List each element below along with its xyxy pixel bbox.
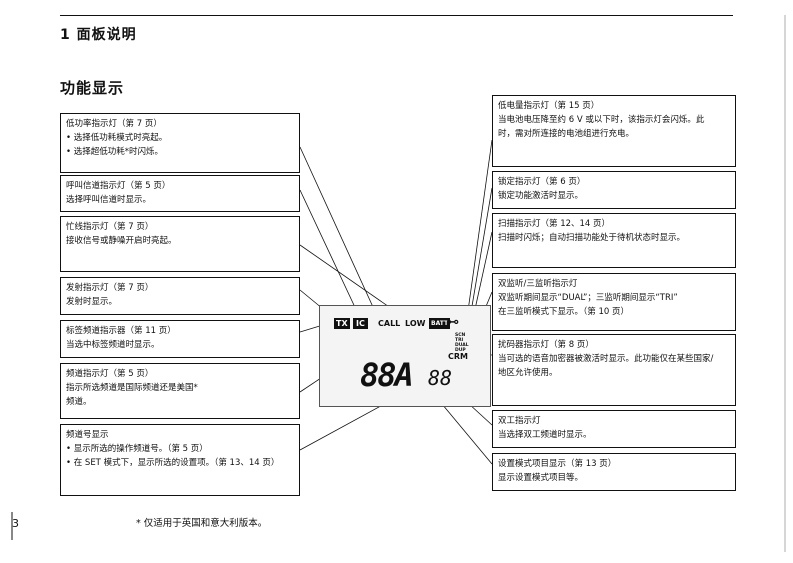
callout-line: 发射时显示。: [66, 297, 118, 307]
duplex-callout: 双工指示灯 当选择双工频道时显示。: [492, 410, 736, 448]
callout-title: 扰码器指示灯（第 8 页）: [498, 340, 594, 350]
lock-callout: 锁定指示灯（第 6 页） 锁定功能激活时显示。: [492, 171, 736, 209]
callout-line: 锁定功能激活时显示。: [498, 191, 584, 201]
channel-number-digits: 88A: [360, 356, 414, 394]
callout-line: 双监听期间显示“DUAL”；三监听期间显示“TRI”: [498, 293, 678, 303]
call-indicator: CALL: [378, 319, 401, 328]
channel-type-callout: 频道指示灯（第 5 页） 指示所选频道是国际频道还是美国* 频道。: [60, 363, 300, 419]
tag-channel-callout: 标签频道指示器（第 11 页） 当选中标签频道时显示。: [60, 320, 300, 358]
low-indicator: LOW: [405, 319, 426, 328]
transmit-callout: 发射指示灯（第 7 页） 发射时显示。: [60, 277, 300, 315]
set-item-digits: 88: [428, 366, 453, 390]
callout-title: 锁定指示灯（第 6 页）: [498, 177, 586, 187]
callout-title: 低电量指示灯（第 15 页）: [498, 101, 600, 111]
lock-key-icon: ⊷: [446, 315, 459, 330]
callout-title: 标签频道指示器（第 11 页）: [66, 326, 176, 336]
callout-line: • 选择低功耗模式时亮起。: [66, 133, 168, 143]
callout-line: • 在 SET 模式下，显示所选的设置项。（第 13、14 页）: [66, 458, 280, 468]
callout-title: 忙线指示灯（第 7 页）: [66, 222, 154, 232]
crm-indicator: CRM: [448, 352, 468, 361]
subsection-title: 功能显示: [60, 79, 125, 97]
tx-indicator: TX: [334, 318, 350, 329]
channel-type-indicator: IC: [353, 318, 368, 329]
callout-line: 时，需对所连接的电池组进行充电。: [498, 129, 635, 139]
set-mode-item-callout: 设置模式项目显示（第 13 页） 显示设置模式项目等。: [492, 453, 736, 491]
scan-line: DUAL: [455, 343, 469, 348]
channel-number-callout: 频道号显示 • 显示所选的操作频道号。（第 5 页） • 在 SET 模式下，显…: [60, 424, 300, 496]
callout-line: 选择呼叫信道时显示。: [66, 195, 152, 205]
scrambler-callout: 扰码器指示灯（第 8 页） 当可选的语音加密器被激活时显示。此功能仅在某些国家/…: [492, 334, 736, 406]
callout-line: 显示设置模式项目等。: [498, 473, 584, 483]
scan-line: SCN: [455, 333, 466, 338]
callout-title: 频道指示灯（第 5 页）: [66, 369, 154, 379]
scan-callout: 扫描指示灯（第 12、14 页） 扫描时闪烁；自动扫描功能处于待机状态时显示。: [492, 213, 736, 268]
call-channel-callout: 呼叫信道指示灯（第 5 页） 选择呼叫信道时显示。: [60, 175, 300, 212]
lcd-display: TX IC CALL LOW BATT ⊷ SCN TRI DUAL DUP C…: [319, 305, 491, 407]
callout-title: 发射指示灯（第 7 页）: [66, 283, 154, 293]
callout-line: 在三监听模式下显示。（第 10 页）: [498, 307, 629, 317]
callout-line: 指示所选频道是国际频道还是美国*: [66, 383, 198, 393]
busy-callout: 忙线指示灯（第 7 页） 接收信号或静噪开启时亮起。: [60, 216, 300, 272]
scan-line: DUP: [455, 348, 466, 353]
scan-dual-indicator-stack: SCN TRI DUAL DUP: [455, 333, 469, 353]
footnote: * 仅适用于英国和意大利版本。: [136, 518, 268, 529]
callout-title: 呼叫信道指示灯（第 5 页）: [66, 181, 171, 191]
callout-line: • 显示所选的操作频道号。（第 5 页）: [66, 444, 208, 454]
dual-tri-watch-callout: 双监听/三监听指示灯 双监听期间显示“DUAL”；三监听期间显示“TRI” 在三…: [492, 273, 736, 331]
callout-line: 当选择双工频道时显示。: [498, 430, 592, 440]
callout-line: 当电池电压降至约 6 V 或以下时，该指示灯会闪烁。此: [498, 115, 705, 125]
callout-line: • 选择超低功耗*时闪烁。: [66, 147, 163, 157]
callout-title: 设置模式项目显示（第 13 页）: [498, 459, 617, 469]
callout-line: 频道。: [66, 397, 92, 407]
callout-line: 接收信号或静噪开启时亮起。: [66, 236, 177, 246]
callout-line: 地区允许使用。: [498, 368, 558, 378]
low-power-callout: 低功率指示灯（第 7 页） • 选择低功耗模式时亮起。 • 选择超低功耗*时闪烁…: [60, 113, 300, 173]
section-title: 1 面板说明: [60, 27, 137, 43]
callout-line: 当可选的语音加密器被激活时显示。此功能仅在某些国家/: [498, 354, 714, 364]
top-rule: [60, 15, 733, 16]
callout-title: 低功率指示灯（第 7 页）: [66, 119, 162, 129]
callout-title: 扫描指示灯（第 12、14 页）: [498, 219, 611, 229]
page-number: 3: [12, 517, 19, 530]
callout-title: 频道号显示: [66, 430, 109, 440]
scan-line: TRI: [455, 338, 464, 343]
callout-title: 双工指示灯: [498, 416, 541, 426]
callout-line: 扫描时闪烁；自动扫描功能处于待机状态时显示。: [498, 233, 686, 243]
batt-indicator: BATT: [429, 318, 451, 329]
callout-title: 双监听/三监听指示灯: [498, 279, 578, 289]
callout-line: 当选中标签频道时显示。: [66, 340, 160, 350]
low-battery-callout: 低电量指示灯（第 15 页） 当电池电压降至约 6 V 或以下时，该指示灯会闪烁…: [492, 95, 736, 167]
